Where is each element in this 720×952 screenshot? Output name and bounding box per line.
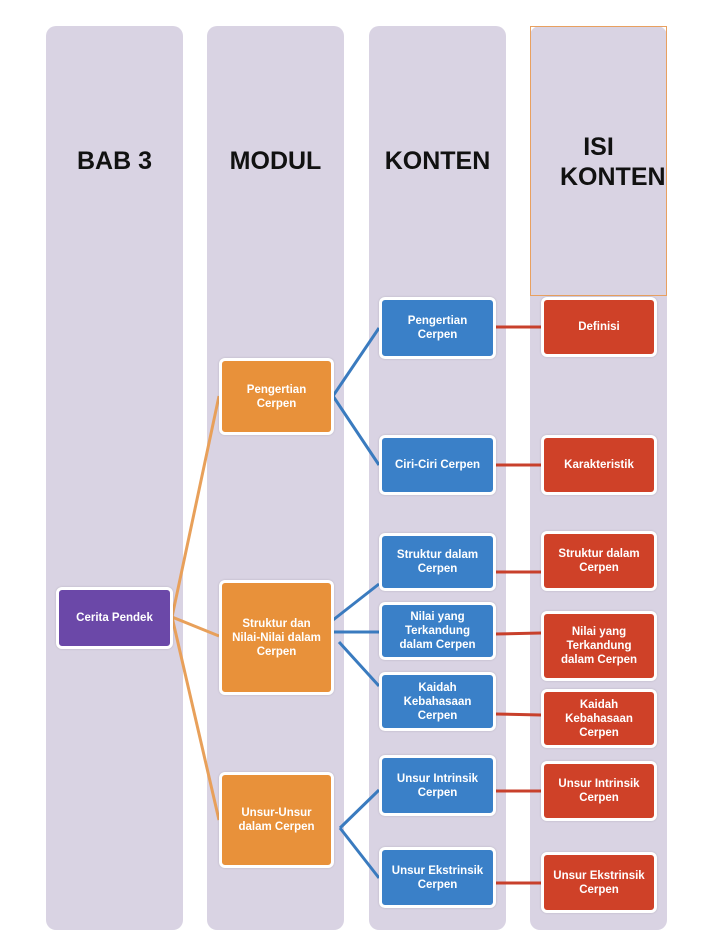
konten-node: Unsur Ekstrinsik Cerpen bbox=[379, 847, 496, 908]
header-konten: KONTEN bbox=[384, 147, 491, 175]
konten-node: Kaidah Kebahasaan Cerpen bbox=[379, 672, 496, 731]
isi-konten-node: Nilai yang Terkandung dalam Cerpen bbox=[541, 611, 657, 681]
connector-konten-isi-4 bbox=[494, 631, 542, 636]
isi-konten-node: Unsur Intrinsik Cerpen bbox=[541, 761, 657, 821]
isi-konten-node: Struktur dalam Cerpen bbox=[541, 531, 657, 591]
root-node: Cerita Pendek bbox=[56, 587, 173, 649]
konten-node: Nilai yang Terkandung dalam Cerpen bbox=[379, 602, 496, 660]
konten-node: Unsur Intrinsik Cerpen bbox=[379, 755, 496, 816]
connector-modul-konten-7 bbox=[338, 827, 381, 879]
isi-konten-node: Kaidah Kebahasaan Cerpen bbox=[541, 689, 657, 748]
connector-modul-konten-3 bbox=[332, 582, 380, 622]
header-modul: MODUL bbox=[229, 147, 322, 175]
modul-node: Pengertian Cerpen bbox=[219, 358, 334, 435]
modul-node: Unsur-Unsur dalam Cerpen bbox=[219, 772, 334, 868]
connector-modul-konten-2 bbox=[331, 395, 381, 466]
connector-konten-isi-5 bbox=[494, 712, 542, 717]
konten-node: Ciri-Ciri Cerpen bbox=[379, 435, 496, 495]
isi-konten-node: Definisi bbox=[541, 297, 657, 357]
modul-node: Struktur dan Nilai-Nilai dalam Cerpen bbox=[219, 580, 334, 695]
isi-konten-node: Karakteristik bbox=[541, 435, 657, 495]
header-isi-konten: ISI KONTEN bbox=[560, 133, 666, 191]
connector-modul-konten-5 bbox=[337, 640, 381, 688]
connector-root-modul-2 bbox=[171, 615, 220, 638]
connector-modul-konten-6 bbox=[338, 788, 381, 830]
isi-konten-node: Unsur Ekstrinsik Cerpen bbox=[541, 852, 657, 913]
konten-node: Pengertian Cerpen bbox=[379, 297, 496, 359]
column-bab bbox=[46, 26, 183, 930]
connector-root-modul-3 bbox=[170, 616, 221, 821]
connector-root-modul-1 bbox=[170, 395, 221, 618]
connector-modul-konten-1 bbox=[331, 327, 381, 397]
header-bab: BAB 3 bbox=[76, 147, 152, 175]
isi-konten-header-frame bbox=[530, 26, 667, 296]
konten-node: Struktur dalam Cerpen bbox=[379, 533, 496, 591]
